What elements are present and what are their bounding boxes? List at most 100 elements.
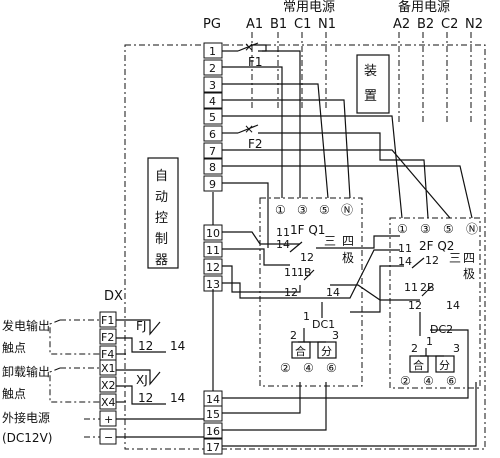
pg-terminal-label: 3: [209, 79, 216, 92]
pg-terminal-label: 6: [209, 128, 216, 141]
switch-q2-terminals: ① ③ ⑤ Ⓝ: [397, 222, 478, 236]
svg-text:⑥: ⑥: [326, 361, 337, 375]
switch-q1-type-2: 四: [342, 234, 354, 248]
phase-b2: B2: [417, 17, 434, 32]
q2-aux-b-name: 2B: [420, 281, 435, 294]
svg-text:②: ②: [400, 374, 411, 388]
fuse-f2-mark: ×: [244, 122, 254, 136]
dc2-close-box: [409, 355, 429, 373]
q1-aux-b-11: 11: [284, 266, 298, 279]
q1-aux-a-11: 11: [276, 226, 290, 239]
dx-terminal-label: F4: [101, 348, 114, 361]
svg-text:12: 12: [138, 391, 153, 405]
q2-aux-b-11: 11: [404, 281, 418, 294]
phase-lines: [251, 32, 472, 122]
phase-b1: B1: [270, 17, 287, 32]
dc2-open: 分: [439, 359, 450, 372]
q2-aux-b-14: 14: [446, 299, 460, 312]
pg-terminal-label: 13: [206, 278, 220, 291]
pg-terminal-label: 9: [209, 178, 216, 191]
dc2-close: 合: [413, 358, 424, 372]
fuse-f2: F2: [248, 137, 263, 151]
ext-power-label: 外接电源: [2, 410, 50, 425]
svg-text:2: 2: [290, 329, 297, 342]
switch-q2-name: 2F Q2: [419, 239, 454, 253]
dx-terminal-label: X2: [101, 379, 116, 392]
svg-text:3: 3: [332, 329, 339, 342]
relay-fj: FJ: [136, 319, 146, 333]
pg-terminal-label: 14: [206, 393, 220, 406]
device-label-box: [356, 54, 390, 114]
pg-terminal-label: 17: [206, 441, 220, 454]
device-boundary: [124, 44, 486, 450]
switch-q1-type-1: 三: [324, 234, 336, 248]
phase-a1: A1: [246, 17, 263, 32]
q1-aux-a-14: 14: [276, 238, 290, 251]
normal-source-label: 常用电源: [283, 0, 335, 15]
switch-q2: [389, 217, 481, 389]
dx-terminal-label: X4: [101, 396, 116, 409]
svg-text:②: ②: [280, 361, 291, 375]
phase-n1: N1: [318, 17, 336, 32]
dx-terminal: [99, 328, 117, 345]
svg-text:器: 器: [155, 253, 168, 268]
svg-text:14: 14: [170, 339, 185, 353]
unload-output-label: 卸载输出: [2, 364, 50, 379]
controller-label: 自 动 控 制 器: [155, 169, 168, 268]
svg-text:③: ③: [420, 222, 431, 236]
dx-terminal-label: X1: [101, 362, 116, 375]
dc1-open-box: [317, 341, 337, 359]
dc2-open-box: [435, 355, 455, 373]
switch-q1-terminals: ① ③ ⑤ Ⓝ: [275, 203, 353, 217]
svg-text:动: 动: [155, 190, 168, 205]
switch-q1-type-3: 极: [342, 251, 354, 265]
device-label-2: 置: [364, 89, 377, 104]
svg-text:制: 制: [155, 232, 168, 247]
switch-q1-name: 1F Q1: [290, 223, 325, 237]
svg-text:⑤: ⑤: [443, 222, 454, 236]
dc1-name: DC1: [312, 318, 335, 331]
switch-q1: [259, 197, 363, 387]
dc1-close-box: [291, 341, 311, 359]
gen-contact-label: 触点: [2, 341, 26, 355]
svg-text:1: 1: [303, 310, 310, 323]
pg-terminal-label: 8: [209, 161, 216, 174]
pg-terminal-label: 10: [206, 227, 220, 240]
svg-text:⑥: ⑥: [446, 374, 457, 388]
svg-text:3: 3: [453, 342, 460, 355]
pg-terminal-label: 5: [209, 111, 216, 124]
svg-text:④: ④: [303, 361, 314, 375]
q2-aux-b-12: 12: [408, 299, 422, 312]
phase-n2: N2: [465, 17, 483, 32]
dx-left-leads: [49, 319, 100, 438]
pg-terminal-label: 15: [206, 408, 220, 421]
svg-text:Ⓝ: Ⓝ: [466, 222, 478, 236]
svg-text:①: ①: [397, 222, 408, 236]
svg-text:Ⓝ: Ⓝ: [341, 203, 353, 217]
switch-q2-type-3: 极: [463, 267, 475, 281]
q2-aux-a-14: 14: [398, 255, 412, 268]
svg-text:④: ④: [423, 374, 434, 388]
pg-terminal-label: 1: [209, 45, 216, 58]
svg-text:1: 1: [426, 335, 433, 348]
phase-a2: A2: [393, 17, 410, 32]
pg-label: PG: [203, 17, 221, 32]
q1-aux-b-name: 1B: [297, 266, 312, 279]
q2-aux-a-12: 12: [425, 254, 439, 267]
dc1-close: 合: [295, 344, 306, 358]
standby-source-label: 备用电源: [398, 0, 450, 15]
dc1-open: 分: [321, 345, 332, 358]
q1-aux-b-12: 12: [284, 286, 298, 299]
dc2-name: DC2: [430, 323, 453, 336]
svg-text:14: 14: [170, 391, 185, 405]
fuse-f1: F1: [248, 55, 263, 69]
svg-text:12: 12: [138, 339, 153, 353]
dx-title: DX: [104, 289, 123, 304]
svg-text:⑤: ⑤: [319, 203, 330, 217]
dx-terminal-label: F1: [101, 314, 114, 327]
switch-q2-type-1: 三: [449, 251, 461, 265]
